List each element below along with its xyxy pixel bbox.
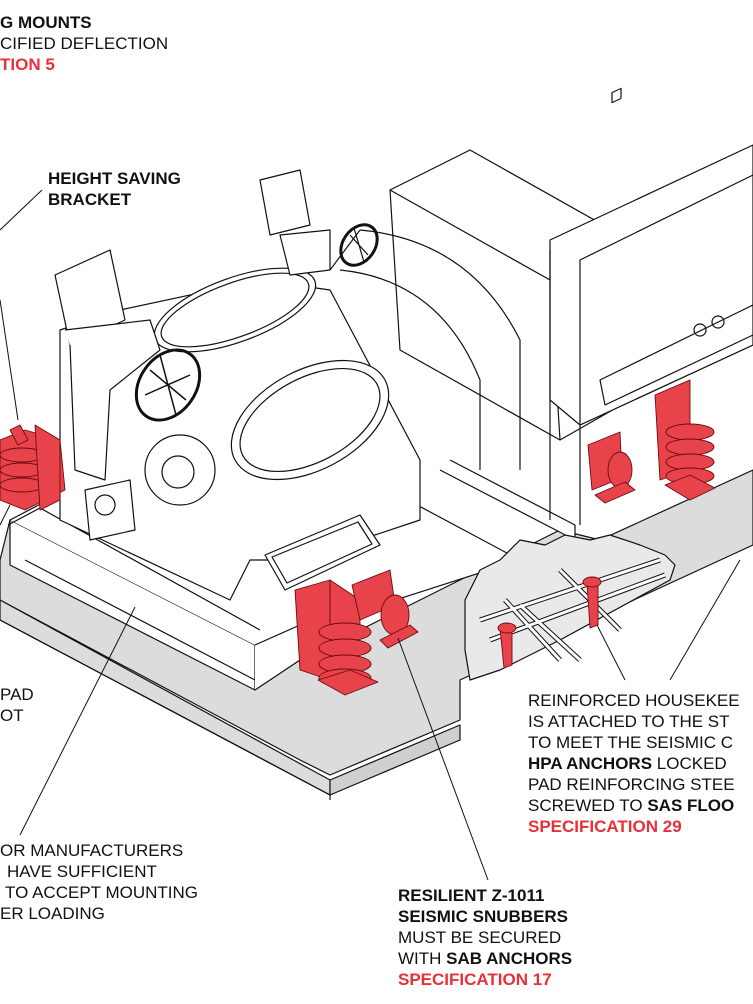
housekeeping-line6: SCREWED TO SAS FLOO	[528, 795, 740, 816]
concrete-cutaway	[464, 534, 676, 681]
snubbers-line3: MUST BE SECURED	[398, 928, 562, 947]
manufacturers-line1: OR MANUFACTURERS	[0, 841, 184, 860]
anchor-icon	[497, 576, 602, 669]
sab-anchors-text: SAB ANCHORS	[446, 949, 573, 968]
spring-mounts-spec: TION 5	[0, 55, 55, 74]
snubbers-line4: WITH SAB ANCHORS	[398, 948, 572, 969]
height-saving-line2: BRACKET	[48, 190, 132, 209]
housekeeping-line2: IS ATTACHED TO THE ST	[528, 712, 730, 731]
height-saving-line1: HEIGHT SAVING	[48, 169, 181, 188]
handwheel-icon	[134, 223, 379, 422]
height-saving-bracket-label: HEIGHT SAVING BRACKET	[48, 168, 181, 210]
housekeeping-spec: SPECIFICATION 29	[528, 817, 682, 836]
leader-lines	[0, 189, 741, 881]
housekeeping-pad-label: REINFORCED HOUSEKEE IS ATTACHED TO THE S…	[528, 690, 740, 837]
snubbers-spec: SPECIFICATION 17	[398, 970, 552, 989]
housekeeping-line1: REINFORCED HOUSEKEE	[528, 691, 740, 710]
housekeeping-line4-rest: LOCKED	[652, 754, 727, 773]
compressor-body	[54, 169, 421, 601]
manufacturers-note-label: OR MANUFACTURERS HAVE SUFFICIENT TO ACCE…	[0, 840, 198, 924]
hpa-anchors-text: HPA ANCHORS	[528, 754, 653, 773]
spring-mount-icon	[0, 379, 716, 696]
pad-note-label: PAD OT	[0, 684, 34, 726]
control-panel	[549, 87, 753, 525]
housekeeping-line3: TO MEET THE SEISMIC C	[528, 733, 733, 752]
seismic-snubbers-label: RESILIENT Z-1011 SEISMIC SNUBBERS MUST B…	[398, 885, 572, 990]
housekeeping-line5: PAD REINFORCING STEE	[528, 775, 735, 794]
manufacturers-line3: TO ACCEPT MOUNTING	[5, 883, 199, 902]
spring-mounts-label: G MOUNTS CIFIED DEFLECTION TION 5	[0, 12, 168, 75]
pad-note-line2: OT	[0, 706, 24, 725]
pad-note-line1: PAD	[0, 685, 34, 704]
snubbers-line1: RESILIENT Z-1011	[398, 886, 545, 905]
spring-mounts-desc: CIFIED DEFLECTION	[0, 34, 169, 53]
spring-mounts-title: G MOUNTS	[0, 13, 92, 32]
manufacturers-line4: ER LOADING	[0, 904, 105, 923]
manufacturers-line2: HAVE SUFFICIENT	[7, 862, 157, 881]
sas-floor-text: SAS FLOO	[647, 796, 735, 815]
snubbers-line2: SEISMIC SNUBBERS	[398, 907, 569, 926]
housekeeping-line4: HPA ANCHORS LOCKED	[528, 753, 740, 774]
snubbers-line4-pre: WITH	[398, 949, 447, 968]
housekeeping-line6-pre: SCREWED TO	[528, 796, 648, 815]
